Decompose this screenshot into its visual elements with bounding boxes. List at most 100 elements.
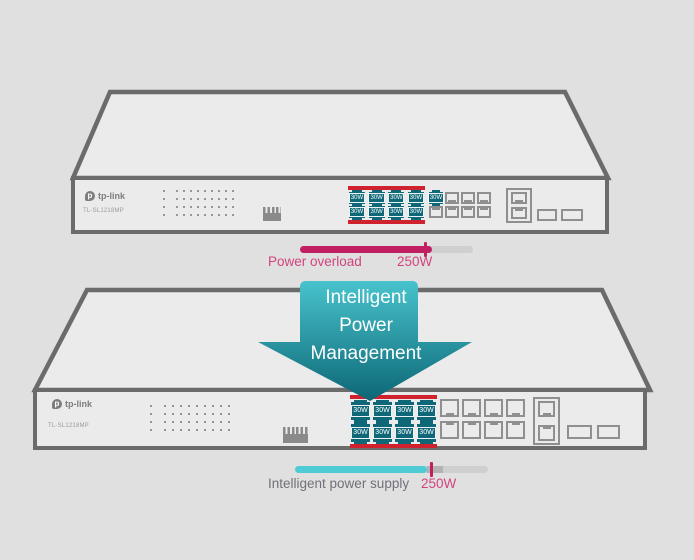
led-dot [164, 429, 166, 431]
gauge-limit-value: 250W [421, 476, 457, 491]
gauge-fill [295, 466, 427, 473]
power-badge-label: 30W [351, 405, 370, 417]
comb-teeth [263, 207, 281, 213]
poe-port-power-badge: 30W [417, 400, 436, 422]
ethernet-port [440, 421, 459, 439]
brand-name: tp-link [65, 399, 92, 409]
power-badge-label: 30W [373, 405, 392, 417]
led-dot [212, 413, 214, 415]
led-dot [225, 198, 227, 200]
gauge-limit-value: 250W [397, 254, 433, 269]
led-dot [180, 405, 182, 407]
poe-port-power-badge: 30W [348, 190, 366, 206]
combo-uplink-ports [533, 397, 560, 445]
led-dot [188, 429, 190, 431]
sfp-slot [561, 209, 583, 221]
led-dot [163, 214, 165, 216]
led-dot [211, 206, 213, 208]
poe-port-power-badge: 30W [407, 204, 425, 220]
sfp-slot [597, 425, 620, 439]
led-dot [211, 214, 213, 216]
led-indicator-matrix [163, 190, 234, 216]
power-badge-label: 30W [427, 193, 445, 203]
red-highlight-bar-bottom [348, 220, 425, 224]
uplink-port [511, 207, 527, 219]
led-dot [204, 190, 206, 192]
led-dot [212, 429, 214, 431]
vent-comb-icon [263, 207, 281, 221]
gauge-250w-tick [430, 462, 433, 477]
poe-port-power-badge: 30W [407, 190, 425, 206]
led-dot [176, 198, 178, 200]
ethernet-port [461, 206, 475, 218]
led-dot [220, 405, 222, 407]
led-dot [172, 429, 174, 431]
led-dot [197, 198, 199, 200]
gauge-fill [300, 246, 432, 253]
arrow-caption-line1: Intelligent [325, 287, 407, 308]
led-dot [172, 413, 174, 415]
led-dot [197, 214, 199, 216]
led-dot [196, 429, 198, 431]
poe-port-power-badge: 30W [388, 204, 405, 220]
power-gauge-managed [295, 466, 488, 473]
red-highlight-bar-bottom [350, 444, 437, 448]
power-badge-label: 30W [348, 207, 366, 217]
ethernet-port [462, 399, 481, 417]
led-dot [176, 206, 178, 208]
led-dot [212, 421, 214, 423]
tp-link-logo: p tp-link [52, 399, 92, 409]
led-dot [211, 190, 213, 192]
poe-port-power-badge: 30W [395, 400, 414, 422]
poe-port-power-badge: 30W [427, 190, 445, 206]
poe-port-power-badge: 30W [348, 204, 366, 220]
led-dot [218, 190, 220, 192]
poe-port-power-badge: 30W [351, 400, 370, 422]
ethernet-port [440, 399, 459, 417]
model-number: TL-SL1218MP [83, 208, 124, 214]
led-dot [188, 421, 190, 423]
ethernet-port [461, 192, 475, 204]
poe-port-power-badge: 30W [373, 422, 392, 444]
led-dot [183, 190, 185, 192]
poe-port-power-badge: 30W [368, 204, 385, 220]
vent-comb-icon [283, 427, 308, 443]
led-dot [163, 190, 165, 192]
power-badge-label: 30W [373, 427, 392, 439]
arrow-caption: Intelligent Power Management [254, 284, 478, 368]
led-dot [220, 421, 222, 423]
gauge-shadow-segment [427, 466, 443, 473]
tp-link-logo: p tp-link [85, 191, 125, 201]
poe-port-power-badge: 30W [351, 422, 370, 444]
led-dot [172, 421, 174, 423]
arrow-caption-line3: Management [310, 343, 422, 364]
led-dot [183, 206, 185, 208]
led-dot [204, 198, 206, 200]
led-dot [190, 190, 192, 192]
led-dot [164, 421, 166, 423]
gauge-label: Power overload [268, 254, 362, 269]
led-dot [196, 421, 198, 423]
uplink-port [511, 192, 527, 204]
power-badge-label: 30W [368, 207, 385, 217]
power-badge-label: 30W [407, 193, 425, 203]
ethernet-port [445, 206, 459, 218]
power-badge-label: 30W [395, 405, 414, 417]
led-dot [176, 190, 178, 192]
led-dot [232, 206, 234, 208]
ethernet-port [429, 206, 443, 218]
ethernet-port [477, 192, 491, 204]
led-dot [183, 198, 185, 200]
tp-link-logo-icon: p [85, 191, 95, 201]
led-dot [197, 206, 199, 208]
led-dot [225, 214, 227, 216]
led-dot [197, 190, 199, 192]
led-dot [212, 405, 214, 407]
top-switch-top-surface [69, 89, 612, 181]
